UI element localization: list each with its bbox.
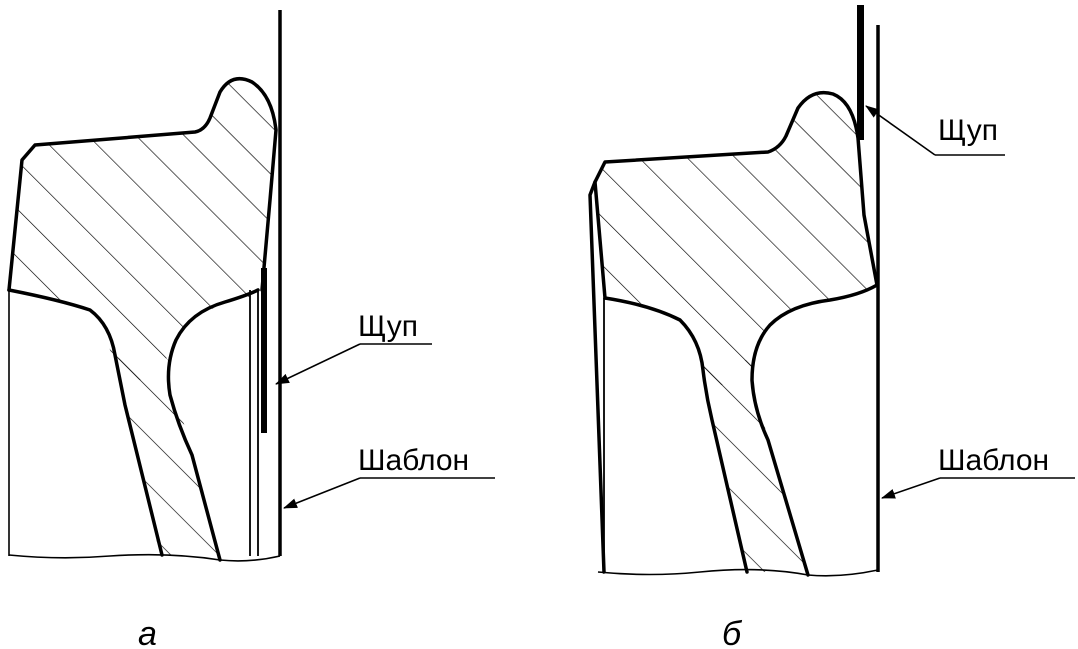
leader-feeler-b-arrow (865, 105, 936, 156)
rail-left-bevel-b (588, 180, 606, 574)
rail-head-a (10, 79, 276, 380)
caption-b: б (722, 615, 743, 649)
break-line-a (8, 553, 281, 562)
rail-inner-curve-b (750, 283, 879, 577)
label-template-a: Шаблон (358, 444, 469, 477)
label-feeler-a: Щуп (358, 310, 418, 343)
rail-underside-b (603, 296, 749, 574)
figure-b: Щуп Шаблон б (588, 5, 1075, 649)
rail-web-a (118, 352, 220, 555)
leader-feeler-a-arrow (275, 343, 361, 385)
label-feeler-b: Щуп (938, 114, 998, 147)
leader-template-a-arrow (283, 477, 361, 509)
caption-a: а (138, 615, 157, 649)
rail-inner-curve-a (166, 288, 260, 562)
rail-profile-b (593, 90, 879, 300)
figure-a: Щуп Шаблон а (7, 10, 495, 649)
rail-web-b (700, 360, 808, 572)
rail-underside-a (7, 288, 164, 557)
feeler-strip-a (261, 268, 267, 433)
rail-profile-a (7, 76, 278, 292)
label-template-b: Шаблон (938, 444, 1049, 477)
feeler-strip-b (857, 5, 864, 140)
rail-head-b (595, 93, 877, 385)
leader-template-b-arrow (881, 477, 941, 499)
break-line-b (597, 568, 879, 577)
